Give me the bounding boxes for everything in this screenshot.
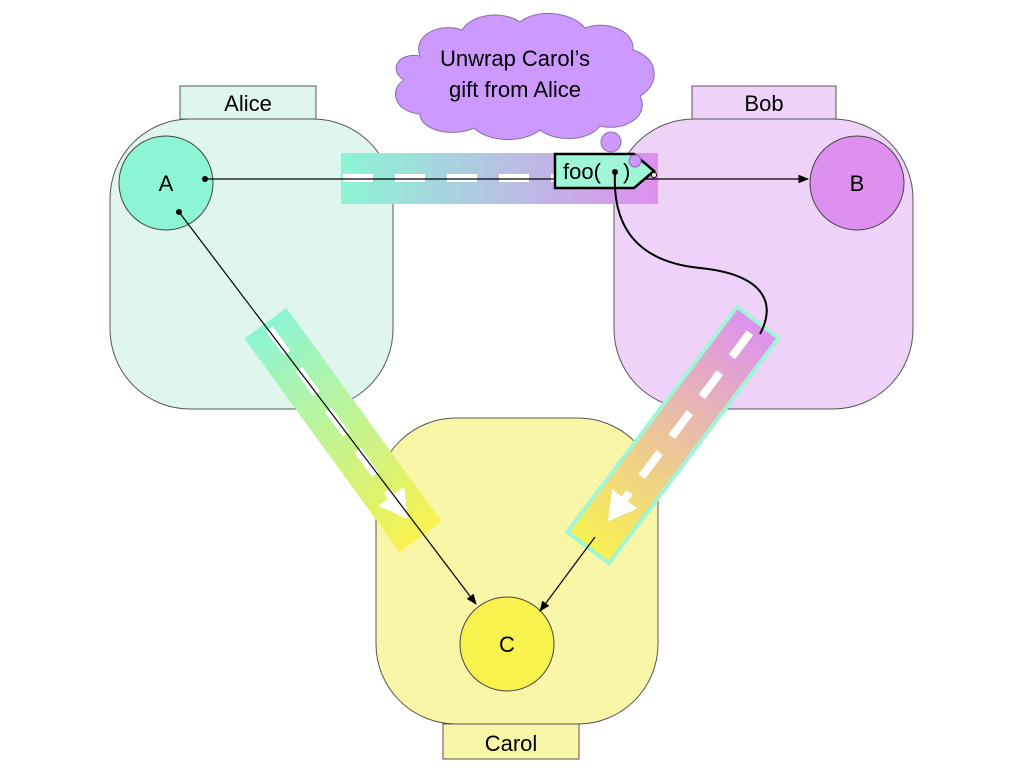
message-foo-prefix: foo( — [563, 159, 602, 184]
carol-vat: Carol — [375, 417, 659, 760]
ref-arrow-bob-conduit-to-c — [539, 536, 596, 612]
object-c: C — [459, 596, 555, 692]
alice-vat: Alice — [109, 85, 394, 410]
object-b-circle — [809, 135, 905, 231]
ref-dot-a-to-b — [202, 176, 208, 182]
thought-bubble: Unwrap Carol’s gift from Alice — [394, 12, 655, 168]
thought-bubble-line-2: gift from Alice — [449, 77, 581, 102]
object-c-label: C — [499, 632, 515, 657]
thought-bubble-line-1: Unwrap Carol’s — [440, 46, 590, 71]
conduit-bob-carol-dashes — [621, 330, 754, 502]
object-a-label: A — [159, 171, 174, 196]
alice-vat-tab — [179, 85, 317, 120]
message-foo-tail-dot — [651, 172, 657, 178]
alice-vat-label: Alice — [224, 91, 272, 116]
thought-bubble-cloud — [394, 12, 655, 141]
thought-bubble-trail-small — [628, 154, 642, 168]
message-foo-suffix: ) — [623, 159, 630, 184]
carol-vat-label: Carol — [485, 731, 538, 756]
ref-arrow-a-to-c — [178, 211, 477, 605]
conduit-bob-carol — [564, 303, 782, 567]
object-c-circle — [459, 596, 555, 692]
object-a-circle — [118, 135, 214, 231]
message-foo-arg-wire — [613, 171, 768, 335]
ref-dot-a-to-c — [176, 209, 182, 215]
conduit-alice-carol-arrowhead — [378, 486, 408, 519]
bob-vat-tab — [691, 85, 837, 120]
conduit-bob-carol-arrowhead — [608, 489, 638, 522]
carol-vat-tab — [442, 723, 580, 760]
object-b-label: B — [850, 171, 865, 196]
bob-vat-label: Bob — [744, 91, 783, 116]
object-b: B — [809, 135, 905, 231]
thought-bubble-trail-large — [600, 131, 622, 153]
object-a: A — [118, 135, 214, 231]
